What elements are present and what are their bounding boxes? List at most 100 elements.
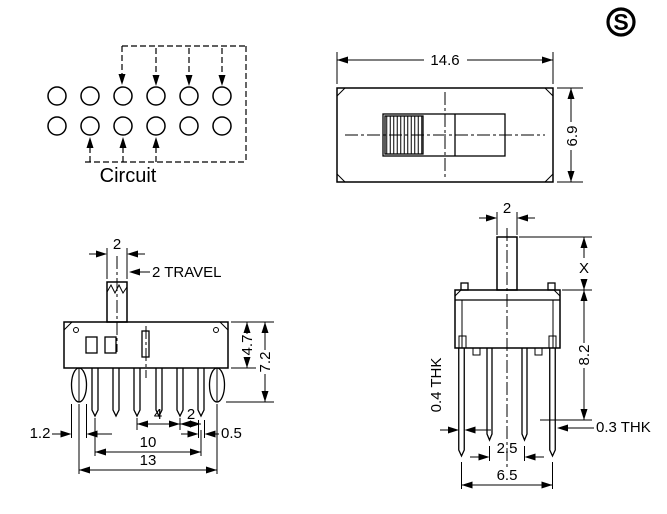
dim-label-pin-pitch: 2 <box>187 406 195 423</box>
dim-label-overall-width: 13 <box>140 452 157 469</box>
dim-knob-height-x: X <box>519 236 592 291</box>
contact-circle <box>47 116 67 136</box>
mounting-foot-centerlines <box>78 368 218 402</box>
dim-center-pin-gap-2-5: 2.5 <box>470 440 544 461</box>
dimension-lines <box>519 236 592 291</box>
arrow-up-icon <box>580 290 588 301</box>
corner-chamfer-marks <box>336 87 554 183</box>
centerlines <box>345 92 545 178</box>
actuator-knob <box>106 281 128 323</box>
centerlines <box>116 256 147 378</box>
dim-right-pin-thickness: 0.3 THK <box>557 419 651 436</box>
circuit-diagram: Circuit <box>47 45 247 187</box>
arrow-right-icon <box>541 481 553 489</box>
arrow-left-icon <box>464 426 476 434</box>
dim-pin-span-10: 10 <box>94 418 202 456</box>
arrow-down-icon <box>261 391 269 402</box>
dim-label-width: 14.6 <box>430 52 459 69</box>
brand-logo: S <box>606 7 636 37</box>
contact-circle <box>146 86 166 106</box>
contact-window <box>104 336 117 354</box>
logo-letter: S <box>613 9 628 35</box>
arrow-left-icon <box>557 424 568 432</box>
arrow-left-icon <box>517 214 528 222</box>
corner-chamfer-marks <box>454 289 561 297</box>
logo-circle-icon <box>606 7 636 37</box>
dimension-lines <box>94 418 202 456</box>
dim-side-knob-width-2: 2 <box>479 200 535 235</box>
dim-label-body-to-pin: 8.2 <box>576 345 593 366</box>
dim-foot-width-1-2: 1.2 <box>30 404 112 442</box>
dim-travel: 2 TRAVEL <box>129 264 221 281</box>
dimension-lines <box>479 212 535 235</box>
arrow-right-icon <box>448 426 459 434</box>
arrow-up-icon <box>152 137 160 148</box>
slider-dashed-outline <box>85 45 247 163</box>
arrow-right-icon <box>169 420 180 428</box>
dim-label-right-pin-thickness: 0.3 THK <box>596 419 651 436</box>
dim-label-side-knob-width: 2 <box>503 200 511 217</box>
front-view: 2 2 TRAVEL 4.7 7.2 4 2 <box>30 236 274 474</box>
dim-outer-pin-span-6-5: 6.5 <box>461 462 553 489</box>
arrow-right-icon <box>190 420 201 428</box>
arrow-up-icon <box>119 137 127 148</box>
arrow-down-icon <box>185 75 193 86</box>
standoff <box>534 347 543 356</box>
arrow-down-icon <box>243 357 251 368</box>
dim-label-travel: 2 TRAVEL <box>152 264 221 281</box>
dim-height-6-9: 6.9 <box>557 87 583 183</box>
arrow-right-icon <box>206 466 217 474</box>
corner-chamfer-marks <box>63 321 229 331</box>
arrow-down-icon <box>218 75 226 86</box>
standoff <box>472 347 481 356</box>
contact-circle <box>212 116 232 136</box>
side-view: 2 X 8.2 0.4 THK 0.3 THK <box>428 200 651 489</box>
dim-label-height-to-base: 7.2 <box>257 352 274 373</box>
dim-pin-pitch-2: 2 <box>180 406 201 428</box>
contact-circle <box>47 86 67 106</box>
dim-label-body-height: 4.7 <box>239 335 256 356</box>
arrow-left-icon <box>337 56 348 64</box>
dim-overall-width-13: 13 <box>78 404 218 474</box>
contact-circle <box>113 116 133 136</box>
arrow-right-icon <box>542 56 553 64</box>
arrow-left-icon <box>180 420 191 428</box>
arrow-down-icon <box>152 75 160 86</box>
top-view-body <box>336 87 554 183</box>
dim-label-knob-height: X <box>579 260 589 277</box>
knob-break-squiggle <box>106 283 128 295</box>
dimension-lines <box>78 404 218 474</box>
arrow-up-icon <box>567 88 575 99</box>
arrow-left-icon <box>129 268 140 276</box>
contact-circle <box>179 116 199 136</box>
arrow-up-icon <box>261 322 269 333</box>
contact-circle <box>80 116 100 136</box>
terminal-pins <box>91 368 205 418</box>
arrow-right-icon <box>96 250 107 258</box>
side-pins <box>458 348 556 458</box>
dim-body-to-pin-8-2: 8.2 <box>540 290 593 421</box>
arrow-right-icon <box>478 453 490 461</box>
front-body <box>63 321 229 369</box>
dim-left-pin-thickness: 0.4 THK <box>428 358 491 434</box>
dim-label-height: 6.9 <box>564 126 581 147</box>
bracket-ear <box>460 282 469 291</box>
pin-slot <box>548 335 557 349</box>
dimension-lines <box>461 462 553 489</box>
circuit-label: Circuit <box>100 165 157 187</box>
dim-label-foot-width: 1.2 <box>30 425 51 442</box>
rivet <box>73 327 79 333</box>
arrow-up-icon <box>243 322 251 333</box>
arrow-up-icon <box>580 237 588 248</box>
arrow-up-icon <box>86 137 94 148</box>
dim-body-height-4-7: 4.7 <box>231 321 256 369</box>
dimension-lines <box>557 87 583 183</box>
side-body <box>454 289 561 349</box>
arrow-left-icon <box>461 481 473 489</box>
arrow-right-icon <box>190 448 201 456</box>
dimension-lines <box>470 446 544 461</box>
top-view: 14.6 6.9 <box>336 52 583 183</box>
dim-label-knob-width: 2 <box>113 236 121 253</box>
